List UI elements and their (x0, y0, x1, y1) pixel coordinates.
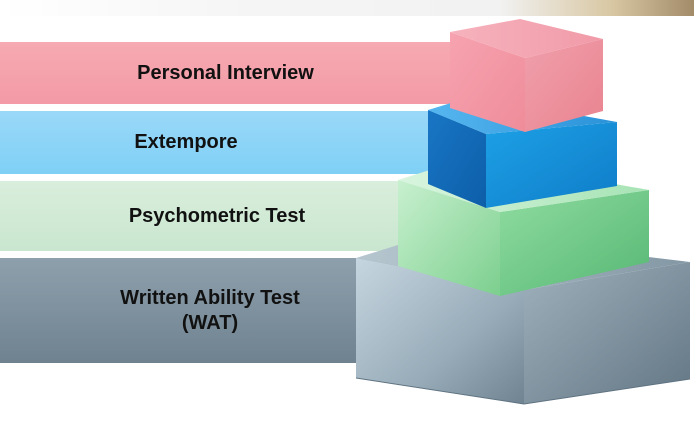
written-ability-test-line-2: (WAT) (181, 311, 239, 334)
pink-cube (450, 19, 603, 132)
psychometric-test-band: Psychometric Test (0, 181, 458, 251)
personal-interview-band: Personal Interview (0, 42, 475, 104)
psychometric-test-label: Psychometric Test (128, 204, 306, 227)
gray-cube (355, 232, 691, 405)
personal-interview-label: Personal Interview (137, 61, 314, 84)
written-ability-test-line-1: Written Ability Test (120, 286, 300, 309)
written-ability-test-label: Written Ability Test (WAT) (120, 286, 300, 336)
blue-cube (428, 96, 617, 208)
extempore-band: Extempore (0, 111, 468, 174)
extempore-label: Extempore (134, 131, 238, 153)
top-decorative-strip (0, 0, 694, 16)
